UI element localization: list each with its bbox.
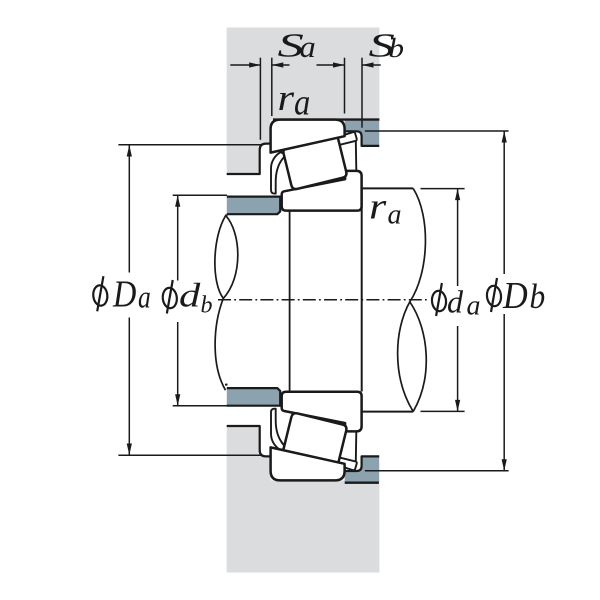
svg-text:a: a: [138, 280, 151, 315]
svg-text:b: b: [201, 293, 213, 319]
svg-text:D: D: [112, 273, 136, 315]
svg-text:S: S: [369, 26, 395, 64]
svg-text:d: d: [447, 284, 464, 320]
svg-text:D: D: [502, 274, 528, 316]
svg-text:r: r: [278, 77, 295, 119]
svg-text:S: S: [278, 26, 304, 64]
svg-text:b: b: [389, 34, 405, 64]
svg-text:a: a: [294, 82, 310, 123]
svg-text:a: a: [300, 30, 316, 64]
svg-text:r: r: [369, 186, 387, 227]
svg-text:d: d: [179, 277, 201, 314]
svg-text:a: a: [388, 200, 402, 231]
svg-text:a: a: [467, 291, 481, 322]
svg-text:b: b: [530, 278, 546, 317]
